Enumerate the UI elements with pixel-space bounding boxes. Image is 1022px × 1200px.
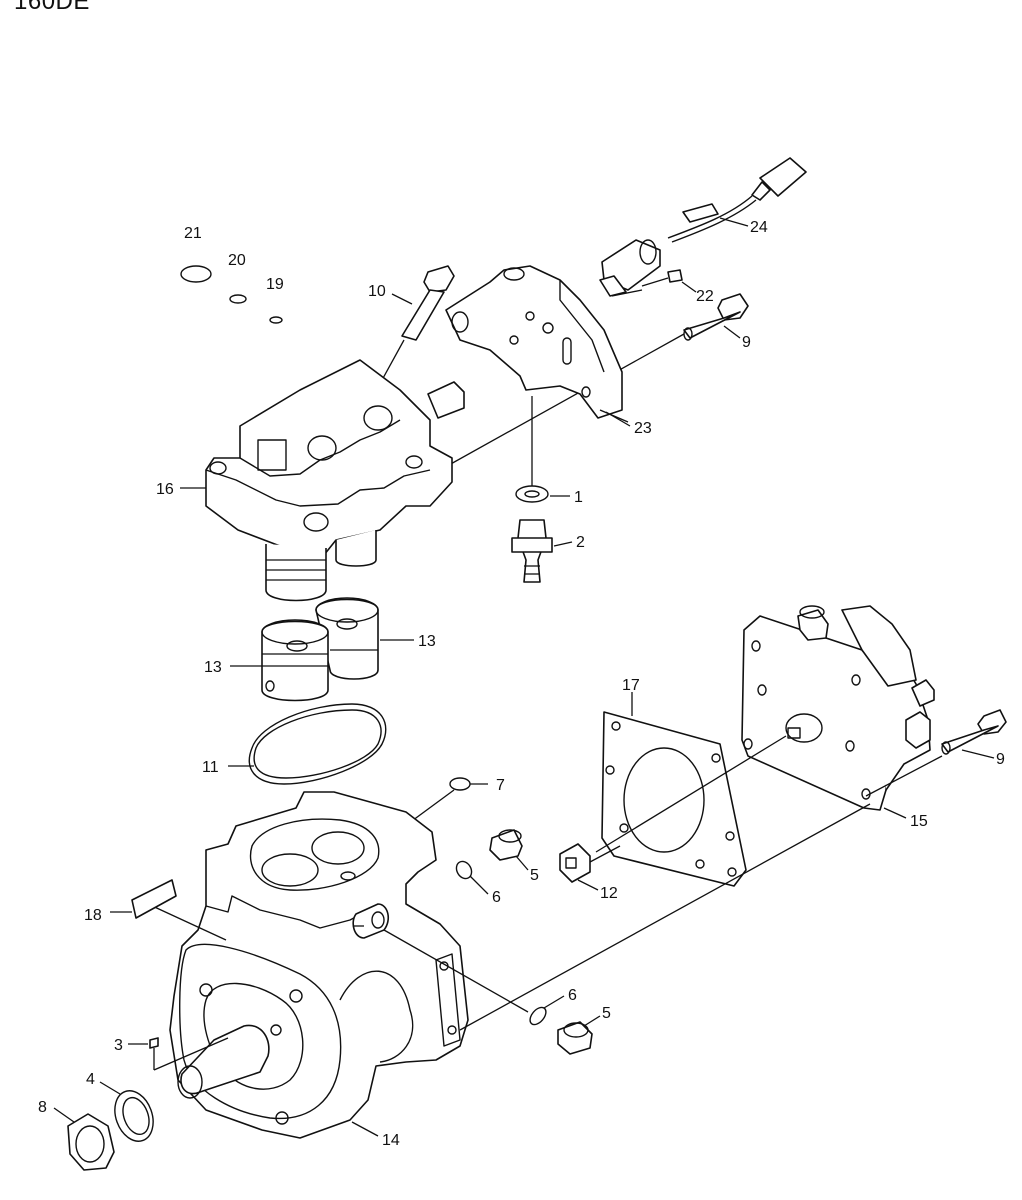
callout-13-right: 13: [418, 633, 436, 650]
part-3-key[interactable]: [149, 1037, 229, 1071]
callout-14: 14: [382, 1132, 400, 1149]
part-9-bolt-upper[interactable]: [439, 293, 749, 471]
callout-4: 4: [86, 1071, 95, 1088]
part-13-tappet-right[interactable]: [315, 597, 379, 680]
callout-15: 15: [910, 813, 928, 830]
part-14-main-pump-body[interactable]: [147, 791, 871, 1139]
diagram-title: 160DE: [14, 0, 90, 15]
part-4-washer[interactable]: [108, 1085, 160, 1146]
part-6-oring-lower[interactable]: [527, 1004, 549, 1027]
callout-3: 3: [114, 1037, 123, 1054]
part-18-label-plate[interactable]: [131, 879, 177, 919]
part-15-feed-pump[interactable]: [595, 605, 935, 853]
callout-23: 23: [634, 420, 652, 437]
part-20-oring[interactable]: [229, 294, 247, 304]
part-22-screw[interactable]: [611, 269, 683, 297]
callout-19: 19: [266, 276, 284, 293]
part-19-oring[interactable]: [269, 316, 283, 324]
callout-leaders: [53, 217, 995, 1137]
callout-24: 24: [750, 219, 768, 236]
part-8-nut[interactable]: [67, 1113, 115, 1171]
callout-9-upper: 9: [742, 334, 751, 351]
part-6-oring-upper[interactable]: [453, 859, 474, 882]
callout-11: 11: [202, 759, 219, 776]
callout-22: 22: [696, 288, 714, 305]
part-21-oring[interactable]: [180, 265, 212, 283]
part-1-washer[interactable]: [515, 396, 549, 503]
callout-21: 21: [184, 225, 202, 242]
callout-13-left: 13: [204, 659, 222, 676]
callout-16: 16: [156, 481, 174, 498]
part-5-plug-upper[interactable]: [489, 829, 523, 861]
part-24-sensor-harness[interactable]: [599, 157, 807, 297]
part-23-bracket[interactable]: [445, 265, 629, 423]
part-13-tappet-left[interactable]: [261, 619, 329, 702]
part-11-seal-ring[interactable]: [248, 703, 387, 785]
callout-labels: 21 20 19 10 24 22 9 23 16 1 2 13 13 17 1…: [38, 219, 1005, 1149]
callout-6-lower: 6: [568, 987, 577, 1004]
part-5-plug-lower[interactable]: [557, 1021, 593, 1055]
callout-8: 8: [38, 1099, 47, 1116]
part-12-coupling[interactable]: [559, 843, 621, 883]
part-9-bolt-lower[interactable]: [865, 709, 1007, 797]
callout-2: 2: [576, 534, 585, 551]
callout-10: 10: [368, 283, 386, 300]
callout-17: 17: [622, 677, 640, 694]
callout-12: 12: [600, 885, 618, 902]
callout-9-lower: 9: [996, 751, 1005, 768]
callout-20: 20: [228, 252, 246, 269]
part-2-valve[interactable]: [511, 519, 553, 583]
part-16-head-housing[interactable]: [205, 359, 465, 602]
part-17-gasket-plate[interactable]: [601, 711, 747, 887]
callout-5-upper: 5: [530, 867, 539, 884]
callout-18: 18: [84, 907, 102, 924]
callout-7: 7: [496, 777, 505, 794]
callout-1: 1: [574, 489, 583, 506]
callout-5-lower: 5: [602, 1005, 611, 1022]
part-10-bolt[interactable]: [359, 265, 455, 421]
callout-6-upper: 6: [492, 889, 501, 906]
